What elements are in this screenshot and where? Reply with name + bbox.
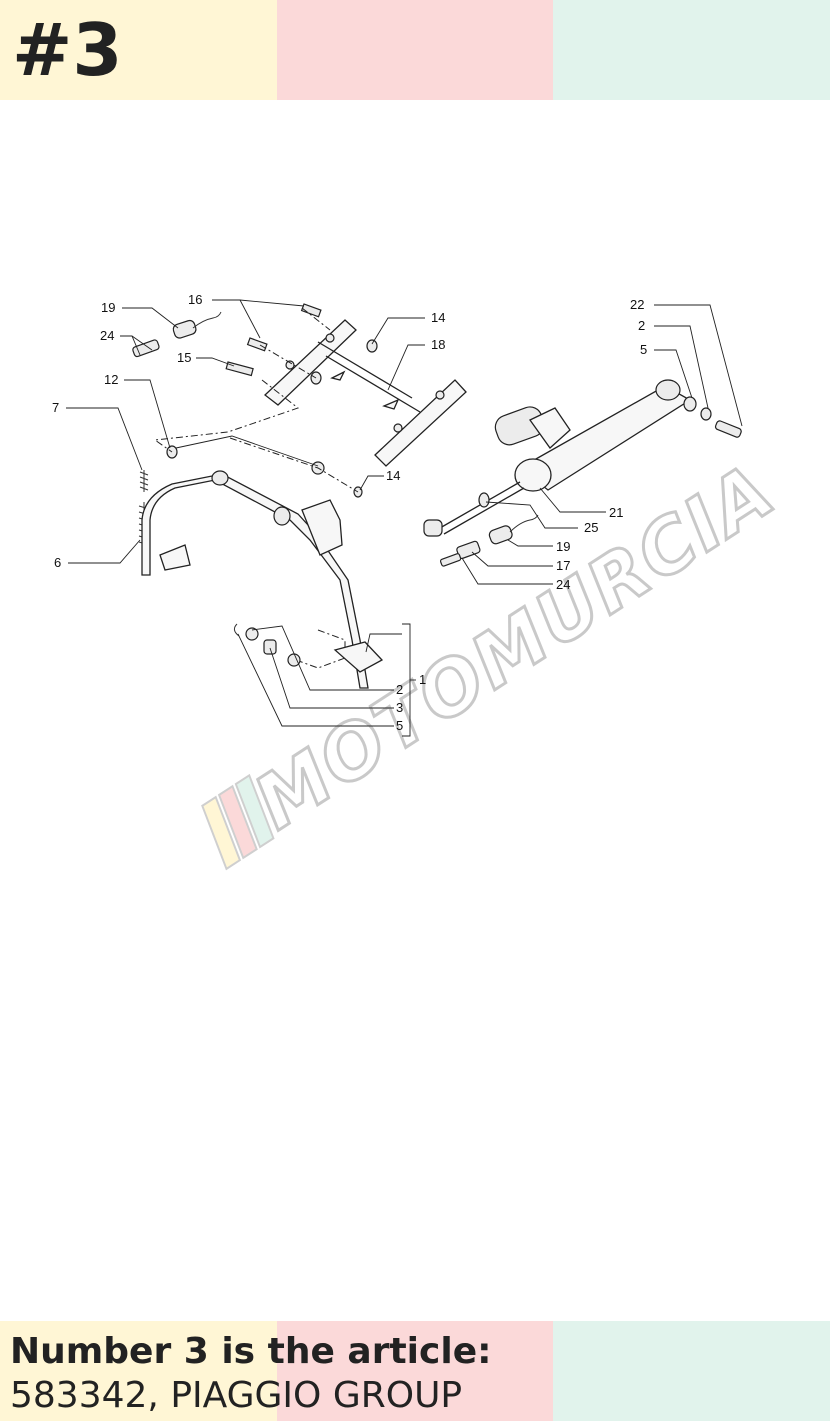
mounting-bracket-18 bbox=[263, 319, 467, 467]
centre-stand bbox=[141, 470, 384, 689]
callout-18: 18 bbox=[431, 337, 445, 352]
header-band-yellow bbox=[0, 0, 277, 100]
callout-17: 17 bbox=[556, 558, 570, 573]
callout-1: 1 bbox=[419, 672, 426, 687]
header-band-pink bbox=[276, 0, 554, 100]
footer-band-green bbox=[553, 1321, 830, 1421]
callout-7: 7 bbox=[52, 400, 59, 415]
header-color-band bbox=[0, 0, 830, 100]
electric-actuator-21 bbox=[423, 379, 742, 537]
leader-lines bbox=[66, 299, 743, 737]
callout-22: 22 bbox=[630, 297, 644, 312]
exploded-parts-diagram: MOTOMURCIA bbox=[52, 292, 791, 871]
callout-14-lower: 14 bbox=[386, 468, 400, 483]
stand-switch-right bbox=[439, 514, 539, 567]
footer-band-yellow bbox=[0, 1321, 277, 1421]
pivot-hardware bbox=[233, 623, 301, 667]
callout-19-right: 19 bbox=[556, 539, 570, 554]
callout-15: 15 bbox=[177, 350, 191, 365]
callout-14: 14 bbox=[431, 310, 445, 325]
callout-25: 25 bbox=[584, 520, 598, 535]
callout-labels: 19 16 14 18 24 15 12 7 14 6 1 2 3 5 22 2… bbox=[52, 292, 647, 733]
callout-3: 3 bbox=[396, 700, 403, 715]
callout-2-right: 2 bbox=[638, 318, 645, 333]
callout-2: 2 bbox=[396, 682, 403, 697]
callout-24: 24 bbox=[100, 328, 114, 343]
callout-5-right: 5 bbox=[640, 342, 647, 357]
callout-6: 6 bbox=[54, 555, 61, 570]
bolts bbox=[166, 303, 378, 498]
callout-21: 21 bbox=[609, 505, 623, 520]
callout-19: 19 bbox=[101, 300, 115, 315]
callout-24-right: 24 bbox=[556, 577, 570, 592]
footer-band-pink bbox=[276, 1321, 554, 1421]
article-caption-detail: 583342, PIAGGIO GROUP bbox=[10, 1375, 463, 1416]
part-number-badge: #3 bbox=[12, 8, 123, 92]
footer-color-band bbox=[0, 1321, 830, 1421]
callout-5: 5 bbox=[396, 718, 403, 733]
article-caption: Number 3 is the article: 583342, PIAGGIO… bbox=[10, 1330, 492, 1418]
callout-16: 16 bbox=[188, 292, 202, 307]
article-caption-title: Number 3 is the article: bbox=[10, 1331, 492, 1372]
header-band-green bbox=[553, 0, 830, 100]
callout-12: 12 bbox=[104, 372, 118, 387]
